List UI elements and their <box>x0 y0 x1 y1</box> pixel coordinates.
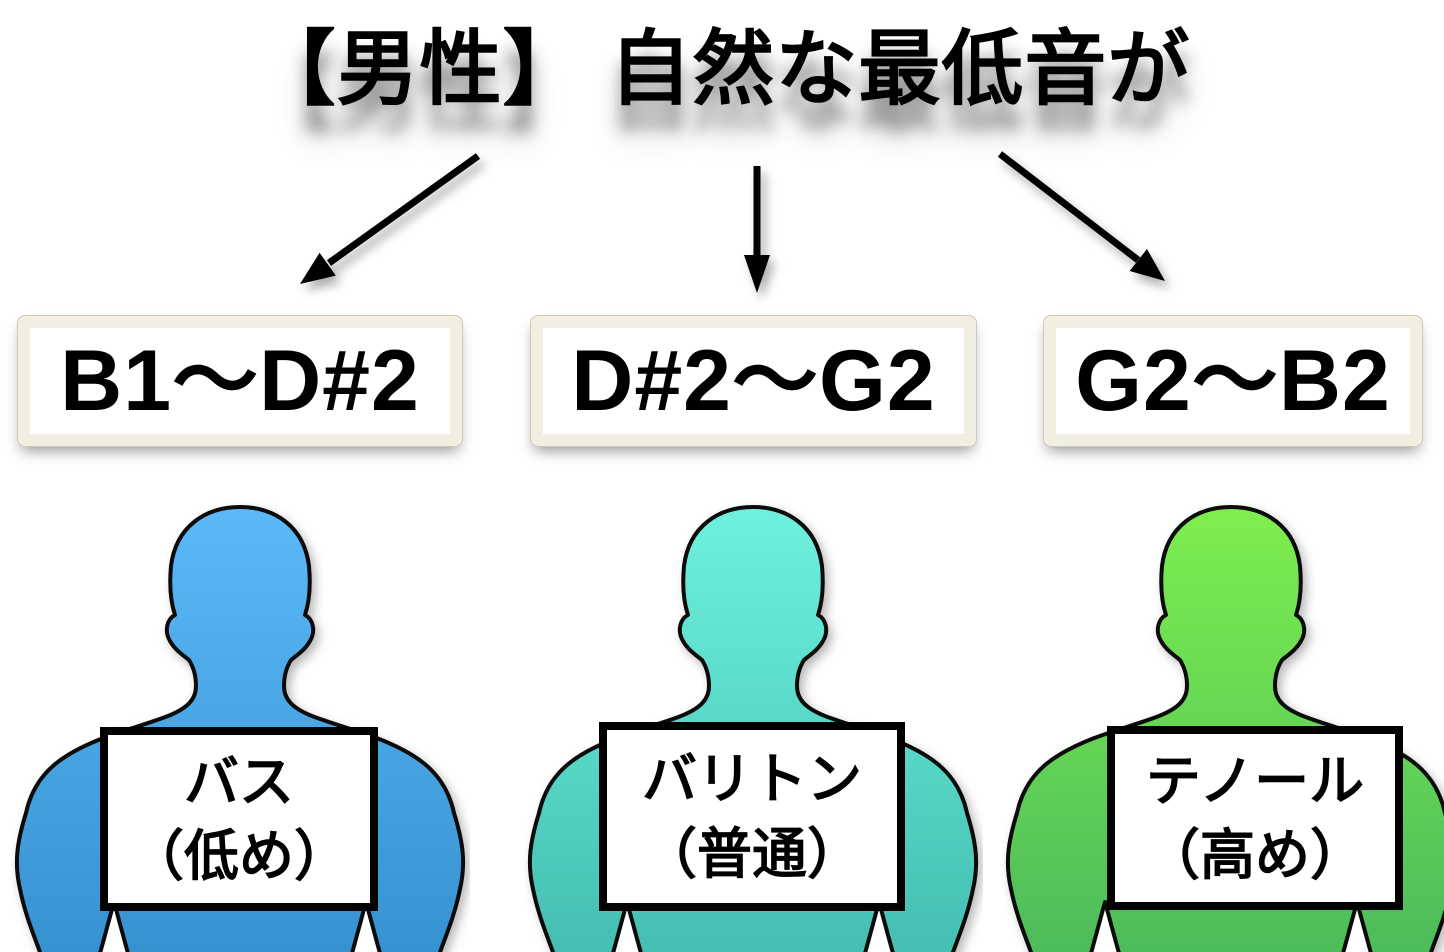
voice-qualifier-bass: （低め） <box>128 825 349 887</box>
voice-name-tenor: テノール <box>1145 749 1365 812</box>
voice-qualifier-tenor: （高め） <box>1144 824 1365 886</box>
voice-qualifier-baritone: （普通） <box>641 822 862 885</box>
range-box-tenor: G2〜B2 <box>1044 316 1422 446</box>
page-title: 【男性】 自然な最低音が <box>253 24 1191 115</box>
range-box-baritone: D#2〜G2 <box>531 316 976 446</box>
voice-name-bass: バス <box>183 750 294 813</box>
range-label-bass: B1〜D#2 <box>60 333 420 429</box>
voice-name-baritone: バリトン <box>641 748 862 810</box>
name-box-tenor: テノール （高め） <box>1107 726 1403 910</box>
range-label-tenor: G2〜B2 <box>1075 333 1391 429</box>
arrow-down-right-icon <box>997 151 1165 281</box>
arrow-down-icon <box>744 166 770 293</box>
name-box-baritone: バリトン （普通） <box>599 722 905 911</box>
arrow-down-left-icon <box>300 153 481 284</box>
range-box-bass: B1〜D#2 <box>18 316 462 446</box>
name-box-bass: バス （低め） <box>100 727 378 911</box>
range-label-baritone: D#2〜G2 <box>571 333 936 429</box>
